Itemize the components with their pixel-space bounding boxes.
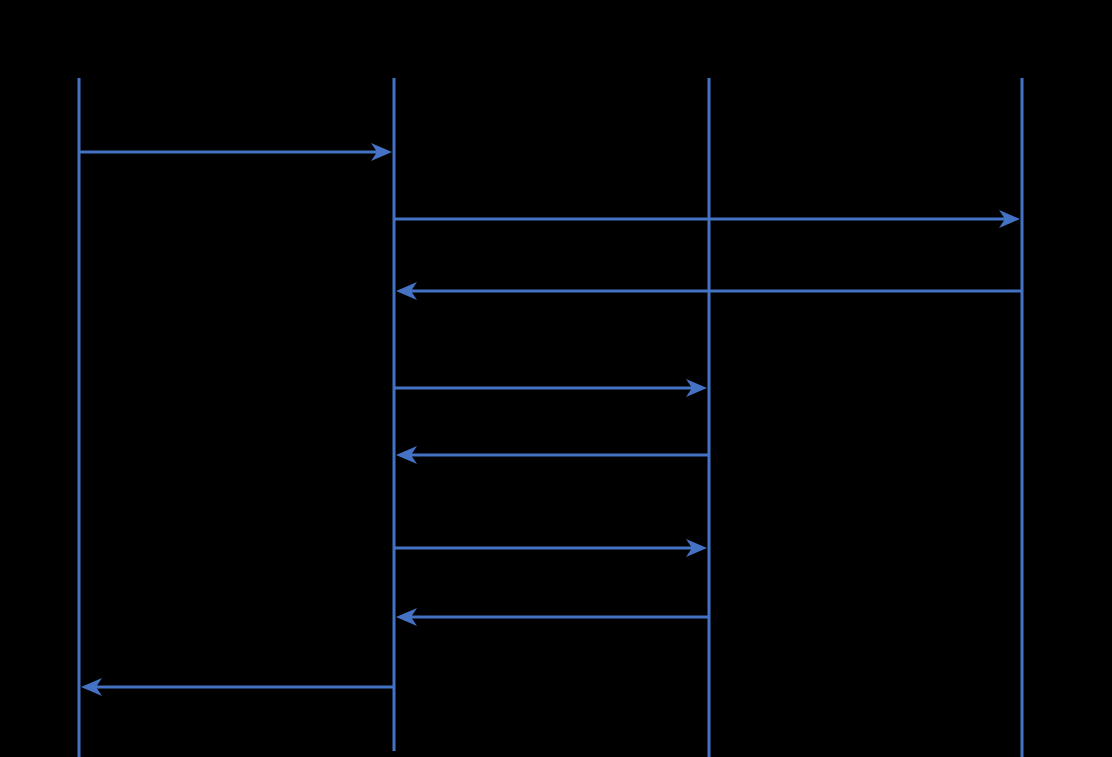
message-arrowhead: [686, 539, 707, 557]
message-arrowhead: [686, 379, 707, 397]
message-arrowhead: [396, 446, 417, 464]
message-arrowhead: [81, 678, 102, 696]
message-arrowhead: [371, 143, 392, 161]
message-arrowhead: [396, 282, 417, 300]
message-arrowhead: [396, 608, 417, 626]
message-arrowhead: [999, 210, 1020, 228]
